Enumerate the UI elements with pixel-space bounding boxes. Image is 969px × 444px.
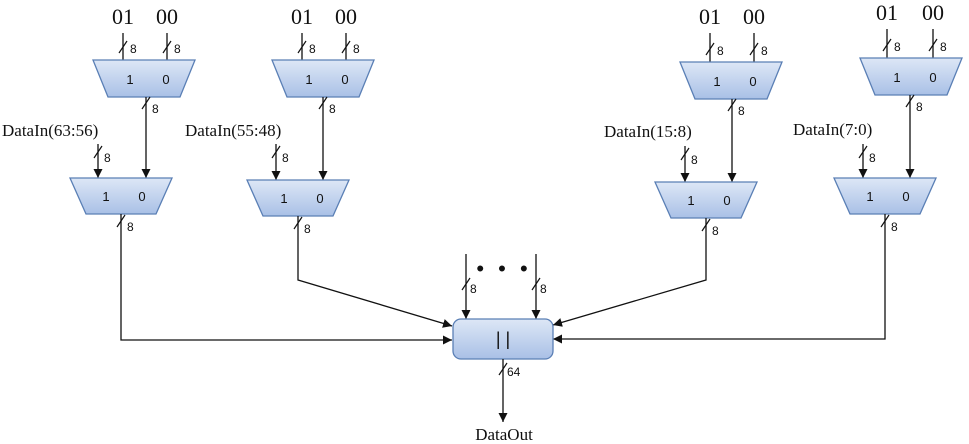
bus-width-label: 8 xyxy=(127,220,134,234)
lower-mux-1 xyxy=(68,177,174,215)
bus-width-label: 8 xyxy=(761,44,768,58)
bus-width-label: 8 xyxy=(717,44,724,58)
bus-width-label: 8 xyxy=(353,42,360,56)
output-label: DataOut xyxy=(475,425,533,444)
mux-port-1: 1 xyxy=(713,74,720,89)
lower-mux-2 xyxy=(245,179,351,217)
bus-width-label: 8 xyxy=(304,222,311,236)
top-mux-2-input-right: 00 xyxy=(335,4,357,29)
mux-port-0: 0 xyxy=(162,72,169,87)
data-input-label-1: DataIn(63:56) xyxy=(2,121,98,140)
mux-port-1: 1 xyxy=(126,72,133,87)
bus-width-label: 64 xyxy=(507,365,521,379)
mux-port-1: 1 xyxy=(893,70,900,85)
top-mux-4 xyxy=(859,57,963,96)
bus-width-label: 8 xyxy=(712,224,719,238)
column-3: 01 00 8 8 1 0 8 DataIn(15:8) 8 1 0 8 xyxy=(552,4,783,327)
top-mux-3 xyxy=(679,61,783,100)
ellipsis-more-inputs: • • • xyxy=(476,256,531,281)
bus-width-label: 8 xyxy=(329,102,336,116)
bus-width-label: 8 xyxy=(152,102,159,116)
mux-port-0: 0 xyxy=(316,191,323,206)
top-mux-3-input-right: 00 xyxy=(743,4,765,29)
column-1: 01 00 8 8 1 0 8 DataIn(63:56) 8 1 0 8 xyxy=(2,4,452,345)
bus-width-label: 8 xyxy=(470,282,477,296)
bus-width-label: 8 xyxy=(309,42,316,56)
lower-mux-4 xyxy=(832,177,938,215)
bus-width-label: 8 xyxy=(894,40,901,54)
mux-port-0: 0 xyxy=(138,189,145,204)
bus-width-label: 8 xyxy=(738,104,745,118)
mux-port-0: 0 xyxy=(749,74,756,89)
top-mux-4-input-right: 00 xyxy=(922,0,944,25)
mux-port-1: 1 xyxy=(305,72,312,87)
data-input-label-2: DataIn(55:48) xyxy=(185,121,281,140)
mux-port-1: 1 xyxy=(687,193,694,208)
top-mux-1-input-left: 01 xyxy=(112,4,134,29)
concat-operator: | | xyxy=(496,329,510,349)
top-mux-1-input-right: 00 xyxy=(156,4,178,29)
bus-width-label: 8 xyxy=(891,220,898,234)
bus-width-label: 8 xyxy=(691,153,698,167)
concatenation: • • • 8 8 | | 64 DataOut xyxy=(452,254,554,444)
bus-width-label: 8 xyxy=(130,42,137,56)
bus-width-label: 8 xyxy=(916,100,923,114)
data-input-label-3: DataIn(15:8) xyxy=(604,122,692,141)
top-mux-2-input-left: 01 xyxy=(291,4,313,29)
top-mux-3-input-left: 01 xyxy=(699,4,721,29)
mux-port-1: 1 xyxy=(866,189,873,204)
data-input-label-4: DataIn(7:0) xyxy=(793,120,872,139)
top-mux-4-input-left: 01 xyxy=(876,0,898,25)
bus-width-label: 8 xyxy=(940,40,947,54)
mux-port-1: 1 xyxy=(280,191,287,206)
mux-port-1: 1 xyxy=(102,189,109,204)
mux-port-0: 0 xyxy=(341,72,348,87)
bus-width-label: 8 xyxy=(282,151,289,165)
mux-port-0: 0 xyxy=(902,189,909,204)
top-mux-2 xyxy=(271,59,375,98)
lower-mux-3 xyxy=(653,181,759,219)
bus-width-label: 8 xyxy=(540,282,547,296)
bus-width-label: 8 xyxy=(104,151,111,165)
top-mux-1 xyxy=(92,59,196,98)
mux-port-0: 0 xyxy=(929,70,936,85)
bus-width-label: 8 xyxy=(869,151,876,165)
mux-port-0: 0 xyxy=(723,193,730,208)
bus-width-label: 8 xyxy=(174,42,181,56)
column-4: 01 00 8 8 1 0 8 DataIn(7:0) 8 1 0 8 xyxy=(553,0,963,344)
column-2: 01 00 8 8 1 0 8 DataIn(55:48) 8 1 0 8 xyxy=(185,4,453,328)
